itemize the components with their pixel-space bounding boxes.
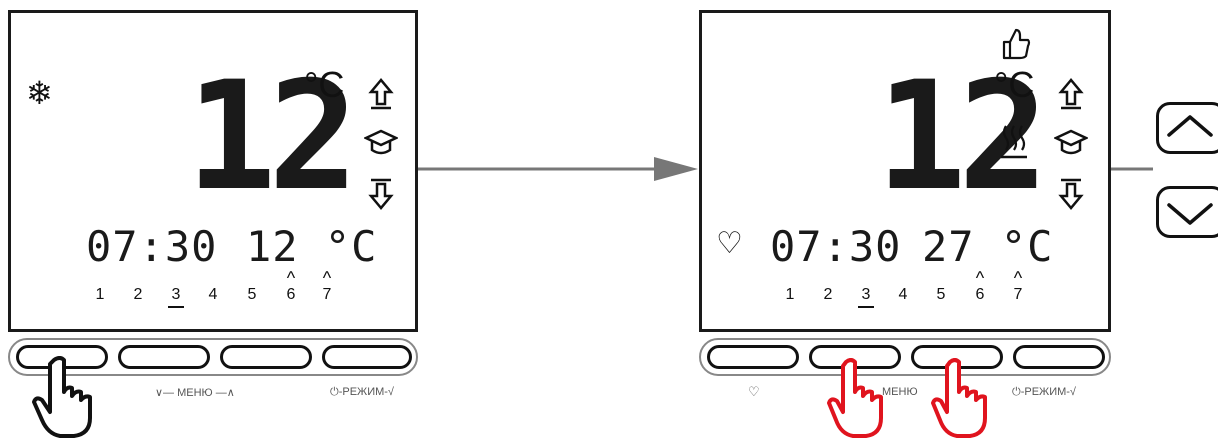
left-down-arrow-icon: [368, 178, 394, 210]
left-button-2[interactable]: [118, 345, 210, 369]
left-day-7-caret-icon: ^: [322, 268, 332, 288]
left-up-arrow-icon: [368, 78, 394, 110]
heating-icon: [1001, 125, 1027, 159]
up-chevron-button[interactable]: [1156, 102, 1218, 154]
left-mode-label: ⏻-РЕЖИМ-√: [330, 386, 394, 398]
right-up-arrow-icon: [1058, 78, 1084, 110]
left-day-4: 4: [208, 286, 218, 303]
left-menu-label: ∨— МЕНЮ —∧: [155, 387, 235, 399]
right-day-1: 1: [785, 286, 795, 303]
thumbs-up-icon: [1002, 28, 1031, 60]
right-current-temperature: 12: [876, 50, 1049, 224]
right-menu-label: МЕНЮ: [882, 386, 918, 398]
right-graduation-cap-icon: [1054, 129, 1088, 155]
right-temperature-unit: °C: [994, 64, 1035, 105]
red-hand-pointer-icon: [827, 358, 883, 438]
right-button-1[interactable]: [707, 345, 799, 369]
right-day-7: 7: [1013, 286, 1023, 303]
right-thermostat-display: [699, 10, 1111, 332]
transition-arrow-icon: [418, 157, 698, 181]
right-down-arrow-icon: [1058, 178, 1084, 210]
left-day-5: 5: [247, 286, 257, 303]
left-day-3: 3: [168, 286, 184, 308]
up-chevron-icon: [1167, 115, 1213, 137]
left-time: 07:30: [86, 222, 218, 271]
left-button-4[interactable]: [322, 345, 412, 369]
right-day-3: 3: [858, 286, 874, 308]
left-day-6: 6: [286, 286, 296, 303]
right-day-4: 4: [898, 286, 908, 303]
right-mode-label: ⏻-РЕЖИМ-√: [1012, 386, 1076, 398]
left-current-temperature: 12: [186, 50, 359, 224]
down-chevron-icon: [1167, 203, 1213, 225]
left-set-temperature: 12 °C: [246, 222, 378, 271]
down-chevron-button[interactable]: [1156, 186, 1218, 238]
left-day-2: 2: [133, 286, 143, 303]
right-heart-label: ♡: [748, 384, 760, 399]
right-set-temperature: 27 °C: [922, 222, 1054, 271]
snowflake-icon: ❄: [26, 75, 53, 111]
left-day-1: 1: [95, 286, 105, 303]
left-button-3[interactable]: [220, 345, 312, 369]
left-graduation-cap-icon: [364, 129, 398, 155]
transition-arrow-icon: [1111, 167, 1153, 171]
right-day-6-caret-icon: ^: [975, 268, 985, 288]
right-day-7-caret-icon: ^: [1013, 268, 1023, 288]
red-hand-pointer-icon: [931, 358, 987, 438]
right-time: 07:30: [770, 222, 902, 271]
right-day-6: 6: [975, 286, 985, 303]
left-day-6-caret-icon: ^: [286, 268, 296, 288]
hand-pointer-icon: [32, 356, 92, 438]
right-button-4[interactable]: [1013, 345, 1105, 369]
right-day-2: 2: [823, 286, 833, 303]
left-thermostat-display: [8, 10, 418, 332]
left-day-7: 7: [322, 286, 332, 303]
heart-icon: ♡: [716, 227, 743, 260]
left-temperature-unit: °C: [304, 64, 345, 105]
right-day-5: 5: [936, 286, 946, 303]
